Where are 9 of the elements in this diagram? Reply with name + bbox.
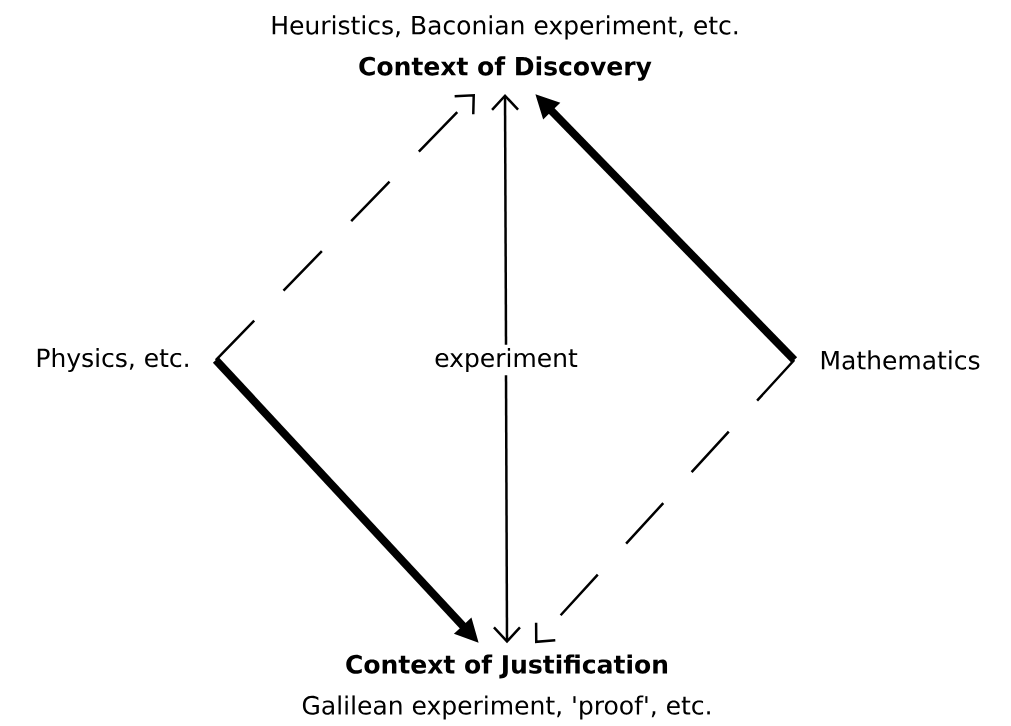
- arrow: [491, 93, 519, 345]
- text-label: experiment: [435, 347, 578, 373]
- dashed-arrow: [214, 93, 475, 361]
- arrow: [493, 375, 521, 644]
- heading-label: Heuristics, Baconian experiment, etc. Context of Discovery: [272, 15, 738, 81]
- heading-label: Context of Justification Galilean experiment, 'proof', etc.: [302, 654, 710, 720]
- dashed-arrow: [534, 359, 796, 644]
- text-label: Mathematics: [821, 350, 980, 370]
- text-label: Physics, etc.: [37, 347, 188, 373]
